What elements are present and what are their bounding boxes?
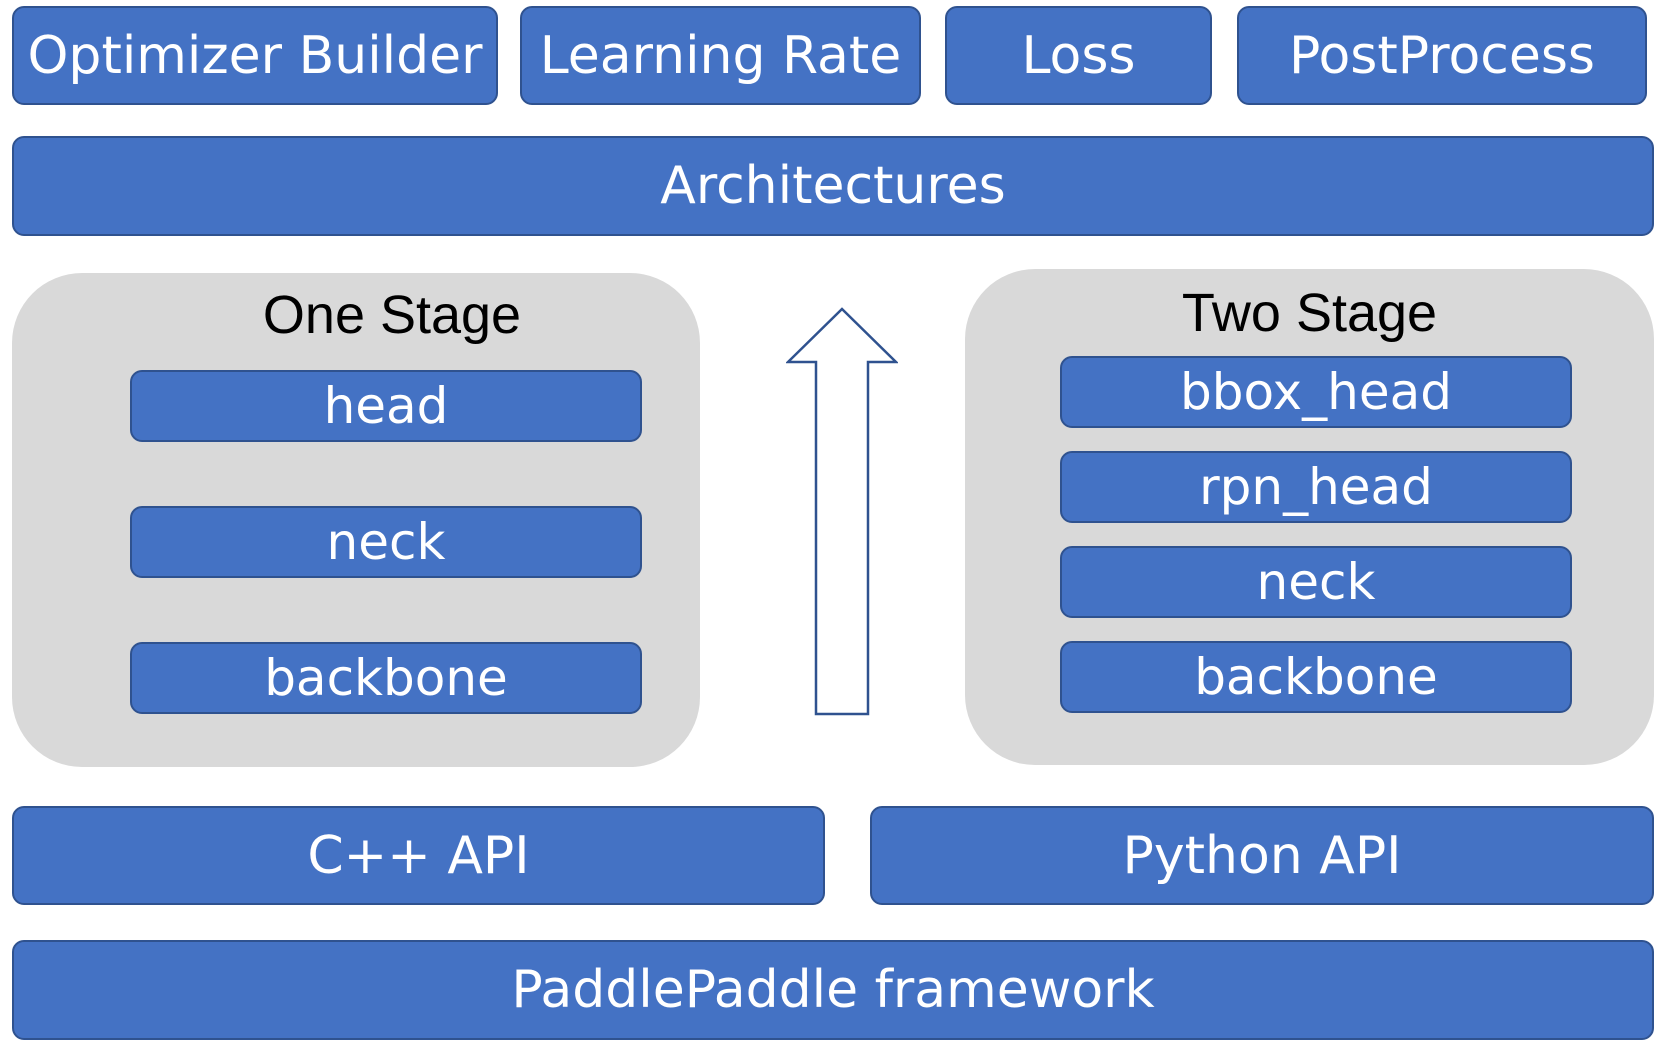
- loss-box: Loss: [945, 6, 1212, 105]
- loss-label: Loss: [1021, 25, 1136, 86]
- paddlepaddle-framework-bar: PaddlePaddle framework: [12, 940, 1654, 1040]
- one-stage-head-box: head: [130, 370, 642, 442]
- architectures-bar: Architectures: [12, 136, 1654, 236]
- one-stage-backbone-label: backbone: [264, 649, 508, 707]
- up-arrow-shape: [786, 307, 898, 716]
- two-stage-backbone-label: backbone: [1194, 648, 1438, 706]
- learning-rate-label: Learning Rate: [539, 25, 902, 86]
- two-stage-bbox-head-label: bbox_head: [1180, 363, 1452, 421]
- python-api-box: Python API: [870, 806, 1654, 905]
- optimizer-builder-box: Optimizer Builder: [12, 6, 498, 105]
- two-stage-rpn-head-box: rpn_head: [1060, 451, 1572, 523]
- one-stage-backbone-box: backbone: [130, 642, 642, 714]
- paddlepaddle-framework-label: PaddlePaddle framework: [511, 960, 1155, 1020]
- one-stage-title: One Stage: [262, 285, 522, 345]
- two-stage-rpn-head-label: rpn_head: [1199, 458, 1433, 516]
- two-stage-bbox-head-box: bbox_head: [1060, 356, 1572, 428]
- one-stage-neck-box: neck: [130, 506, 642, 578]
- one-stage-neck-label: neck: [326, 513, 446, 571]
- python-api-label: Python API: [1122, 825, 1402, 886]
- cpp-api-label: C++ API: [307, 825, 530, 886]
- postprocess-box: PostProcess: [1237, 6, 1647, 105]
- postprocess-label: PostProcess: [1288, 25, 1596, 86]
- two-stage-backbone-box: backbone: [1060, 641, 1572, 713]
- up-arrow-icon: [786, 307, 898, 716]
- cpp-api-box: C++ API: [12, 806, 825, 905]
- learning-rate-box: Learning Rate: [520, 6, 921, 105]
- optimizer-builder-label: Optimizer Builder: [27, 25, 483, 86]
- architectures-label: Architectures: [660, 156, 1006, 216]
- two-stage-neck-label: neck: [1256, 553, 1376, 611]
- one-stage-head-label: head: [323, 377, 449, 435]
- two-stage-neck-box: neck: [1060, 546, 1572, 618]
- two-stage-title: Two Stage: [1181, 283, 1438, 343]
